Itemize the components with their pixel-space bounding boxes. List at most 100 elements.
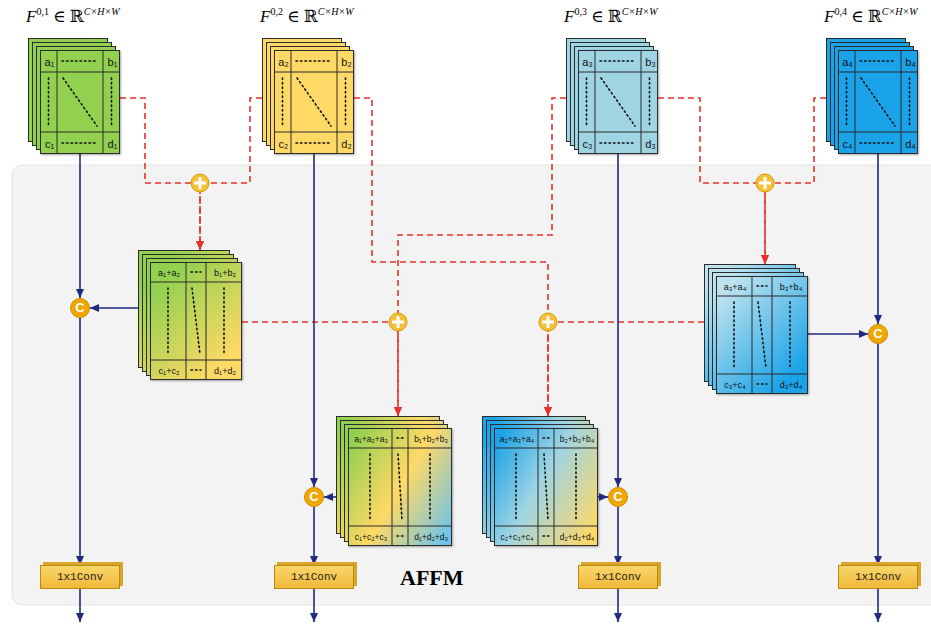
tensor-shape: C×H×W <box>84 6 120 17</box>
tensor-title: F0,2∈ ℝC×H×W <box>260 6 354 27</box>
feature-map-card: a₁+a₂b₁+b₂c₁+c₂d₁+d₂ <box>150 262 242 380</box>
tensor-symbol: F <box>824 7 834 26</box>
ellipsis-dots <box>649 78 651 126</box>
main-connector <box>90 307 138 309</box>
ellipsis-dots <box>297 78 331 126</box>
cell-label: b₂+b₃+b₄ <box>560 434 594 444</box>
cell-label: d₂+d₃+d₄ <box>560 532 594 542</box>
fusion-connector <box>200 98 262 250</box>
cell-label: c₄ <box>843 138 853 150</box>
ellipsis-dots <box>575 454 577 520</box>
grid-line <box>40 132 120 133</box>
grid-line <box>291 50 292 154</box>
grid-line <box>578 132 658 133</box>
cell-label: a₃ <box>582 56 593 68</box>
ellipsis-dots <box>846 78 848 126</box>
concat-label: C <box>613 489 622 504</box>
tensor-symbol: F <box>564 7 574 26</box>
grid-line <box>57 50 58 154</box>
conv-block: 1x1Conv <box>578 565 658 589</box>
cell-label: b₁ <box>108 56 118 68</box>
cell-label: c₁ <box>45 138 54 150</box>
grid-line <box>337 50 338 154</box>
feature-map-card: a₂+a₃+a₄b₂+b₃+b₄c₂+c₃+c₄d₂+d₃+d₄ <box>494 428 598 546</box>
cell-label: a₁+a₂ <box>158 268 180 278</box>
ellipsis-dots <box>62 60 98 62</box>
module-name: AFFM <box>400 565 464 591</box>
cell-label: a₃+a₄ <box>724 282 747 292</box>
concat-label: C <box>75 300 84 315</box>
ellipsis-dots <box>397 535 403 537</box>
set-symbol: ∈ ℝ <box>53 7 84 26</box>
ellipsis-dots <box>397 437 403 439</box>
ellipsis-dots <box>758 302 766 368</box>
concat-circle: C <box>868 324 888 344</box>
fusion-connector <box>120 98 200 250</box>
fused-feature-map: a₂+a₃+a₄b₂+b₃+b₄c₂+c₃+c₄d₂+d₃+d₄ <box>482 416 598 546</box>
ellipsis-dots <box>909 78 911 126</box>
set-symbol: ∈ ℝ <box>287 7 318 26</box>
ellipsis-dots <box>789 302 791 368</box>
add-symbol <box>539 313 557 331</box>
main-connector <box>313 507 315 565</box>
feature-map-stack: F0,1∈ ℝC×H×Wa₁b₁c₁d₁ <box>28 38 120 154</box>
ellipsis-dots <box>282 78 284 126</box>
ellipsis-dots <box>48 78 50 126</box>
tensor-index: 0,4 <box>834 6 847 17</box>
set-symbol: ∈ ℝ <box>851 7 882 26</box>
ellipsis-dots <box>369 454 371 520</box>
ellipsis-dots <box>860 142 896 144</box>
ellipsis-dots <box>167 288 169 354</box>
grid-line <box>348 526 452 527</box>
feature-map-card: a₁+a₂+a₃b₁+b₂+b₃c₁+c₂+c₃d₁+d₂+d₃ <box>348 428 452 546</box>
tensor-title: F0,1 ∈ ℝC×H×W <box>26 6 120 27</box>
cell-label: d₁+d₂+d₃ <box>414 532 448 542</box>
ellipsis-dots <box>345 78 347 126</box>
grid-line <box>150 360 242 361</box>
grid-line <box>838 72 918 73</box>
matrix-grid <box>150 262 242 380</box>
ellipsis-dots <box>543 535 549 537</box>
concat-label: C <box>309 489 318 504</box>
grid-line <box>595 50 596 154</box>
main-connector <box>877 344 879 565</box>
ellipsis-dots <box>601 78 635 126</box>
ellipsis-dots <box>861 78 895 126</box>
add-symbol <box>191 174 209 192</box>
tensor-index: 0,1 <box>36 6 49 17</box>
feature-map-card: a₄b₄c₄d₄ <box>838 50 918 154</box>
ellipsis-dots <box>111 78 113 126</box>
matrix-grid <box>716 276 808 394</box>
ellipsis-dots <box>757 285 767 287</box>
ellipsis-dots <box>191 271 201 273</box>
tensor-shape: C×H×W <box>622 6 658 17</box>
conv-block: 1x1Conv <box>274 565 354 589</box>
tensor-shape: C×H×W <box>882 6 918 17</box>
grid-line <box>206 262 207 380</box>
tensor-title: F0,3∈ ℝC×H×W <box>564 6 658 27</box>
conv-label: 1x1Conv <box>855 571 901 583</box>
concat-circle: C <box>608 487 628 507</box>
grid-line <box>838 132 918 133</box>
cell-label: c₂ <box>279 138 289 150</box>
ellipsis-dots <box>296 60 332 62</box>
grid-line <box>494 526 598 527</box>
ellipsis-dots <box>398 454 402 520</box>
grid-line <box>494 448 598 449</box>
tensor-symbol: F <box>26 7 36 26</box>
main-connector <box>808 333 868 335</box>
grid-line <box>408 428 409 546</box>
grid-line <box>716 374 808 375</box>
matrix-grid <box>494 428 598 546</box>
tensor-index: 0,3 <box>574 6 587 17</box>
cell-label: a₁ <box>45 56 55 68</box>
ellipsis-dots <box>296 142 332 144</box>
ellipsis-dots <box>63 78 97 126</box>
cell-label: a₂+a₃+a₄ <box>500 434 534 444</box>
cell-label: a₂ <box>278 56 288 68</box>
conv-label: 1x1Conv <box>595 571 641 583</box>
cell-label: c₃+c₄ <box>724 380 746 390</box>
ellipsis-dots <box>62 142 98 144</box>
main-connector <box>79 154 81 298</box>
ellipsis-dots <box>586 78 588 126</box>
